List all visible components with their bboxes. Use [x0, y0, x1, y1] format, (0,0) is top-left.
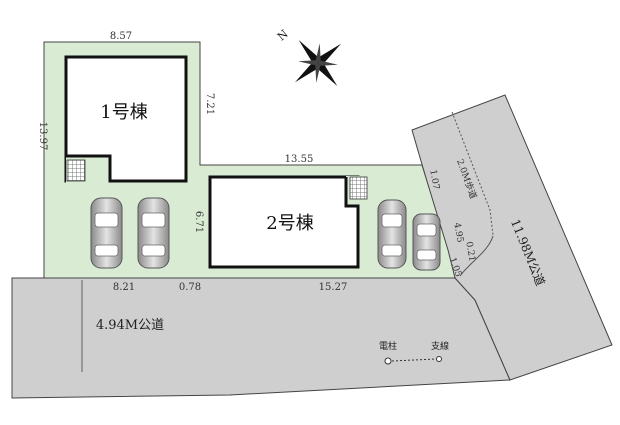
dim-right-1: 1.07 — [427, 169, 440, 191]
building-2-label: 2号棟 — [266, 213, 313, 234]
building-1-label: 1号棟 — [100, 102, 147, 123]
stair-1 — [66, 159, 86, 182]
dim-building1-right: 7.21 — [204, 93, 215, 115]
guy-wire-icon — [436, 356, 442, 362]
corner-curve — [459, 235, 494, 277]
south-road-label: 4.94M公道 — [96, 318, 164, 333]
dim-bottom-2: 0.78 — [179, 282, 201, 293]
dim-right-2: 4.95 — [451, 222, 464, 244]
dim-bottom-3: 15.27 — [319, 282, 348, 293]
guy-wire-label: 支線 — [431, 340, 449, 352]
car-4 — [412, 213, 441, 271]
compass-north-label: N — [275, 27, 291, 43]
pole-icon — [384, 357, 392, 365]
compass-rose-icon — [295, 40, 341, 86]
pole-label: 電柱 — [379, 340, 397, 352]
dim-lot2-top: 13.55 — [285, 154, 314, 165]
dim-lot2-left: 6.71 — [193, 211, 204, 233]
dim-lot1-top: 8.57 — [110, 31, 132, 42]
dim-bottom-1: 8.21 — [113, 282, 135, 293]
stair-2 — [349, 176, 368, 200]
car-1 — [90, 197, 123, 269]
car-2 — [137, 197, 170, 269]
dim-right-3: 0.21 — [463, 241, 476, 262]
south-road — [11, 277, 511, 399]
sidewalk-line — [451, 111, 494, 236]
dim-lot1-left: 13.97 — [37, 122, 48, 151]
car-3 — [377, 199, 407, 269]
